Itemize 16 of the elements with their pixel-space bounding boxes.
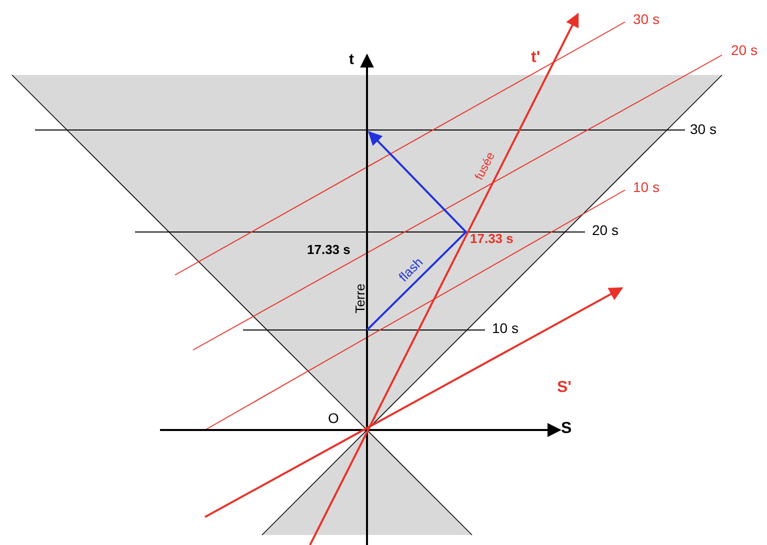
axis-label: S — [561, 421, 572, 437]
axis-label: t' — [531, 50, 540, 66]
event-time-label: 17.33 s — [470, 232, 514, 245]
axis-label: S' — [557, 380, 572, 396]
event-time-label: 17.33 s — [307, 243, 350, 256]
time-label: 30 s — [633, 12, 660, 26]
time-label: 10 s — [633, 180, 660, 194]
time-label: 20 s — [731, 43, 758, 57]
time-label: 30 s — [690, 122, 716, 136]
time-label: 20 s — [592, 223, 618, 237]
signal-label: flash — [396, 255, 426, 284]
worldline-label: Terre — [353, 284, 366, 314]
time-label: 10 s — [492, 321, 518, 335]
worldline-label: fusée — [472, 150, 497, 182]
axis-label: t — [349, 52, 354, 67]
origin-label: O — [328, 411, 339, 425]
